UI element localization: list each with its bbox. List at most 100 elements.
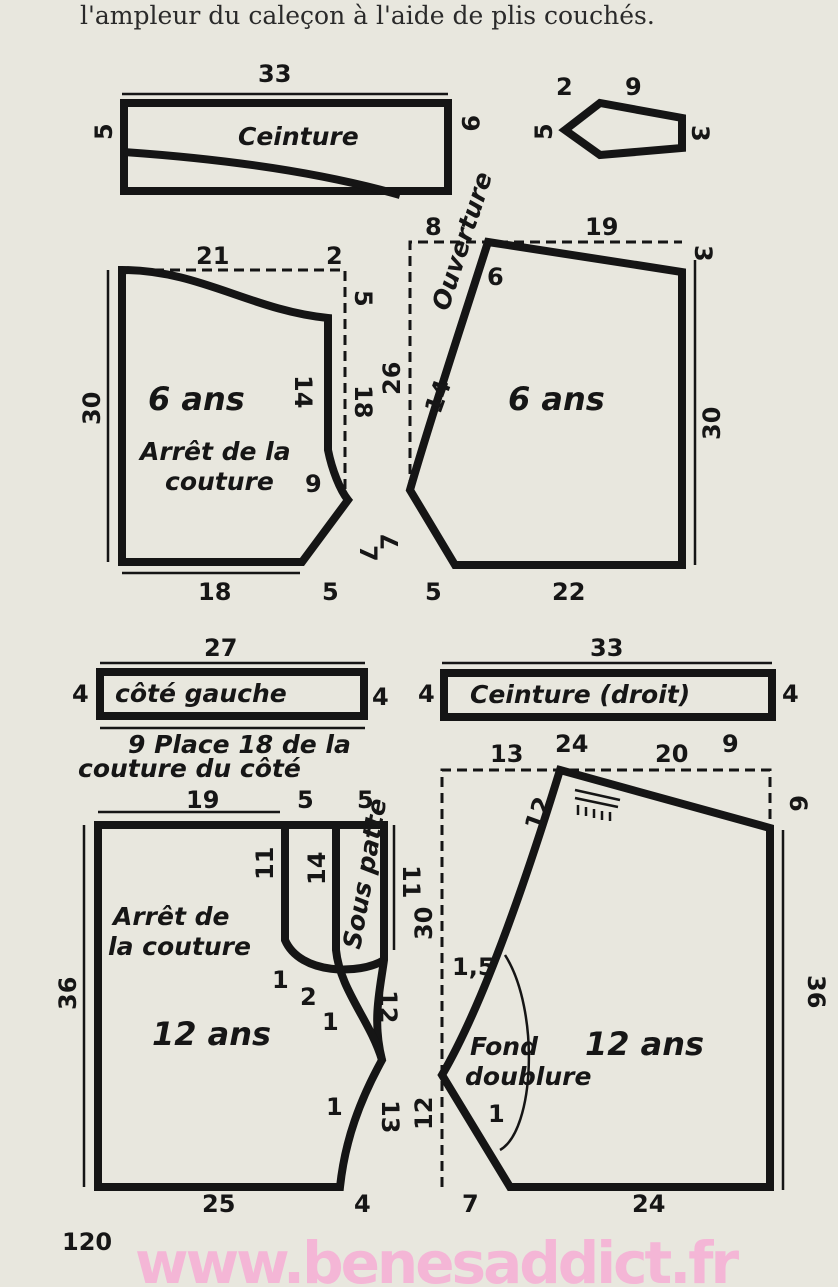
dim-label: 1,5: [452, 953, 495, 981]
small-piece-outline: [558, 98, 686, 160]
dim-label: 4: [418, 680, 435, 708]
dim-label: 9: [305, 470, 322, 498]
piece-outline: [118, 265, 354, 566]
dim-label: 1: [272, 966, 289, 994]
note-label: doublure: [465, 1062, 591, 1091]
dim-label: 4: [72, 680, 89, 708]
dim-label: 2: [326, 242, 343, 270]
dim-label: 14: [419, 376, 457, 417]
fly-outline: [281, 825, 387, 974]
back-12ans-piece: 13 24 20 9 6 12 30 1,5 Fond doublure 12 …: [410, 730, 830, 1218]
dim-label: 5: [530, 123, 558, 140]
dim-label: 11: [397, 865, 425, 898]
note-label: Fond: [470, 1032, 539, 1061]
guide-line: [440, 768, 772, 1187]
dim-label: 2: [556, 73, 573, 101]
piece-outline: [440, 669, 776, 721]
dim-label: 8: [425, 213, 442, 241]
watermark: www.benesaddict.fr: [135, 1229, 740, 1287]
dim-label: 4: [354, 1190, 371, 1218]
size-title: 6 ans: [508, 380, 605, 418]
piece-label: Ceinture (droit): [470, 680, 690, 709]
dim-label: 33: [590, 634, 623, 662]
dim-label: 30: [410, 907, 438, 940]
dim-label: 18: [198, 578, 231, 606]
dim-label: 5: [357, 786, 374, 814]
dim-label: 36: [54, 977, 82, 1010]
ceinture-outline: [120, 99, 452, 195]
dim-label: 1: [488, 1100, 505, 1128]
pleat-marks-icon: [574, 788, 621, 821]
dim-label: 24: [555, 730, 588, 758]
fly-outline: [332, 825, 386, 1062]
piece-label: côté gauche: [115, 679, 287, 708]
dim-label: 5: [349, 290, 377, 307]
ceinture-droit-piece: 33 Ceinture (droit) 4 4: [418, 634, 799, 721]
dim-label: 5: [90, 123, 118, 140]
dim-label: 12: [410, 1097, 438, 1130]
note-label: Arrêt de la: [138, 437, 291, 466]
note-label: couture: [165, 467, 274, 496]
dim-label: 14: [303, 852, 331, 885]
note-label: la couture: [108, 932, 251, 961]
note-label: 9 Place 18 de la: [128, 730, 351, 759]
page-number: 120: [62, 1228, 112, 1256]
dim-label: 1: [322, 1008, 339, 1036]
dim-label: 12: [374, 990, 402, 1023]
guide-line: [408, 240, 682, 490]
dim-label: 5: [322, 578, 339, 606]
dim-label: 7: [376, 533, 404, 550]
dim-label: 13: [490, 740, 523, 768]
dim-label: 6: [784, 795, 812, 812]
dim-label: 9: [456, 115, 484, 132]
dim-label: 7: [354, 545, 382, 562]
dim-label: 36: [802, 975, 830, 1008]
lining-curve: [499, 954, 531, 1152]
dim-label: 3: [689, 245, 717, 262]
dim-label: 9: [722, 730, 739, 758]
front-6ans-piece: 21 2 5 30 6 ans 14 18 Arrêt de la coutur…: [78, 242, 382, 606]
dim-label: 27: [204, 634, 237, 662]
dim-label: 24: [632, 1190, 665, 1218]
piece-outline: [94, 821, 388, 1191]
dim-label: 9: [625, 73, 642, 101]
dim-label: 5: [297, 786, 314, 814]
dim-label: 13: [376, 1100, 404, 1133]
dim-label: 22: [552, 578, 585, 606]
dim-label: 21: [196, 242, 229, 270]
dim-label: 5: [425, 578, 442, 606]
dim-label: 26: [378, 362, 406, 395]
small-piece: 2 9 5 3: [530, 73, 714, 160]
dim-label: 19: [186, 786, 219, 814]
dim-label: 4: [372, 683, 389, 711]
note-label: Arrêt de: [111, 902, 229, 931]
note-label: couture du côté: [78, 754, 301, 783]
dim-label: 3: [686, 125, 714, 142]
dim-label: 19: [585, 213, 618, 241]
size-title: 6 ans: [148, 380, 245, 418]
size-title: 12 ans: [585, 1025, 704, 1063]
dim-label: 20: [655, 740, 688, 768]
piece-label: Ceinture: [238, 122, 359, 151]
ceinture-curve: [123, 148, 402, 199]
header-text: l'ampleur du caleçon à l'aide de plis co…: [80, 1, 655, 30]
dim-label: 2: [300, 983, 317, 1011]
dim-label: 4: [782, 680, 799, 708]
dim-label: 18: [349, 385, 377, 418]
dim-label: 14: [289, 375, 317, 408]
dim-label: 33: [258, 60, 291, 88]
ceinture-top-piece: 33 5 Ceinture 9: [90, 60, 484, 199]
piece-outline: [405, 237, 686, 569]
dim-label: 30: [78, 392, 106, 425]
dim-label: 7: [462, 1190, 479, 1218]
back-6ans-piece: 8 19 3 Ouverture 6 26 14 6 ans 30 7 5 22: [376, 168, 726, 606]
size-title: 12 ans: [152, 1015, 271, 1053]
dim-label: 1: [326, 1093, 343, 1121]
dim-label: 30: [698, 407, 726, 440]
front-12ans-piece: 19 5 5 11 14 Sous patte 11 Arrêt de la c…: [54, 786, 425, 1218]
piece-outline: [96, 668, 368, 720]
dim-label: 25: [202, 1190, 235, 1218]
dim-label: 11: [251, 847, 279, 880]
